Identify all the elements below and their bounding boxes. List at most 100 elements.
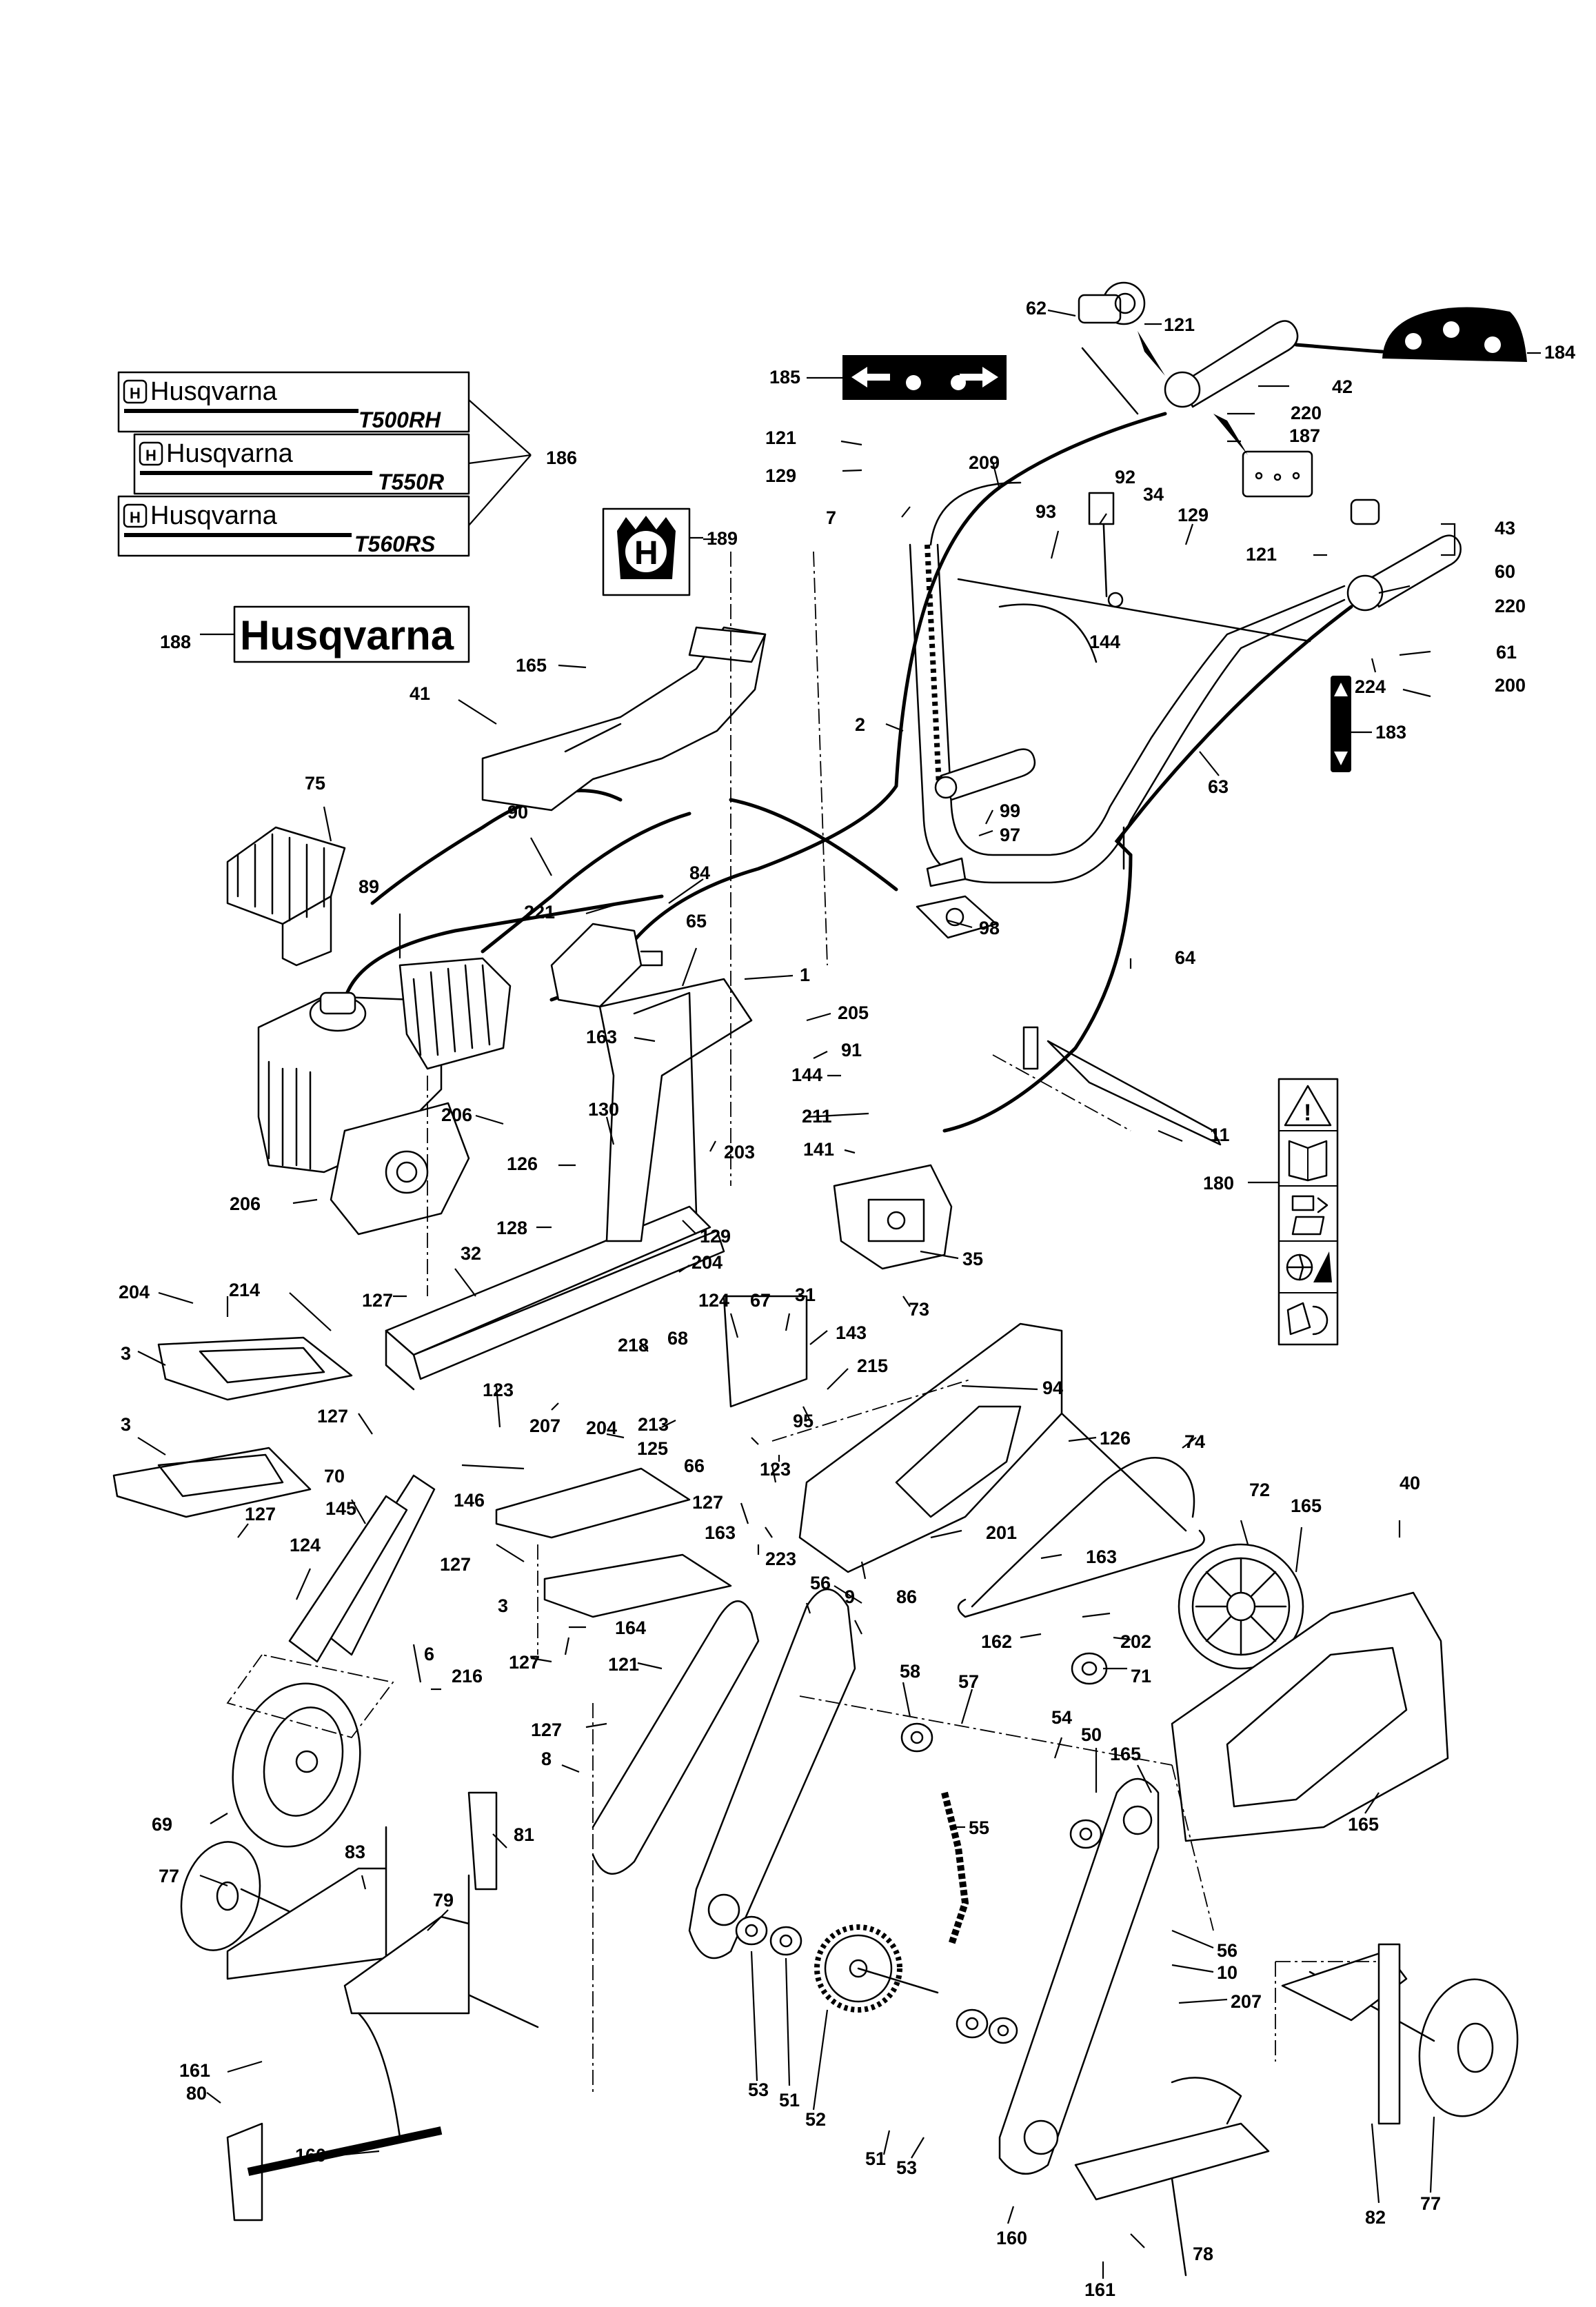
callout-206: 206 bbox=[441, 1105, 472, 1125]
callout-163: 163 bbox=[705, 1522, 736, 1543]
callout-165: 165 bbox=[1110, 1744, 1141, 1764]
callout-3: 3 bbox=[498, 1595, 508, 1616]
rotating-tines-icon bbox=[1286, 1251, 1332, 1282]
callout-216: 216 bbox=[452, 1666, 483, 1686]
callout-187: 187 bbox=[1289, 425, 1320, 446]
callout-165: 165 bbox=[1291, 1495, 1322, 1516]
reverse-decal bbox=[1331, 676, 1351, 772]
callout-66: 66 bbox=[684, 1455, 705, 1476]
callout-144: 144 bbox=[791, 1065, 822, 1085]
main-pulley bbox=[1178, 1543, 1304, 1670]
callout-93: 93 bbox=[1036, 501, 1056, 522]
callout-124: 124 bbox=[698, 1290, 729, 1311]
callout-71: 71 bbox=[1131, 1666, 1151, 1686]
callout-11: 11 bbox=[1210, 1125, 1230, 1145]
decal-husqvarna-large: Husqvarna bbox=[233, 605, 470, 663]
decal-model-text: T500RH bbox=[358, 407, 441, 432]
callout-213: 213 bbox=[638, 1414, 669, 1435]
callout-220: 220 bbox=[1291, 403, 1322, 423]
tiller-frame bbox=[385, 978, 753, 1391]
callout-2: 2 bbox=[855, 714, 865, 735]
callout-62: 62 bbox=[1026, 298, 1047, 319]
callout-labels: 62 121 184 185 42 220 187 121 129 209 92… bbox=[119, 298, 1575, 2300]
callout-214: 214 bbox=[229, 1280, 260, 1300]
callout-123: 123 bbox=[760, 1459, 791, 1480]
callout-127: 127 bbox=[531, 1720, 562, 1740]
callout-53: 53 bbox=[748, 2079, 769, 2100]
callout-83: 83 bbox=[345, 1842, 365, 1862]
footplate-lower-left bbox=[112, 1447, 312, 1518]
callout-189: 189 bbox=[707, 528, 738, 549]
decal-brand-text: Husqvarna bbox=[150, 377, 278, 406]
callout-126: 126 bbox=[507, 1154, 538, 1174]
callout-209: 209 bbox=[969, 452, 1000, 473]
svg-text:!: ! bbox=[1304, 1100, 1311, 1126]
callout-218: 218 bbox=[618, 1335, 649, 1356]
control-decal bbox=[1382, 307, 1527, 362]
callout-223: 223 bbox=[765, 1549, 796, 1569]
chain-case-left bbox=[688, 1588, 856, 1960]
callout-55: 55 bbox=[969, 1817, 989, 1838]
callout-205: 205 bbox=[838, 1003, 869, 1023]
callout-220: 220 bbox=[1495, 596, 1526, 616]
callout-221: 221 bbox=[524, 902, 555, 923]
callout-1: 1 bbox=[800, 965, 810, 985]
callout-163: 163 bbox=[586, 1027, 617, 1047]
callout-160: 160 bbox=[295, 2145, 326, 2166]
callout-8: 8 bbox=[541, 1749, 552, 1769]
callout-127: 127 bbox=[362, 1290, 393, 1311]
safety-decal: ! bbox=[1277, 1078, 1339, 1346]
callout-145: 145 bbox=[325, 1498, 356, 1519]
svg-text:H: H bbox=[634, 535, 658, 572]
handle-height-lever bbox=[934, 748, 1036, 801]
callout-130: 130 bbox=[588, 1099, 619, 1120]
callout-58: 58 bbox=[900, 1661, 920, 1682]
carburetor-control bbox=[550, 923, 663, 1008]
callout-81: 81 bbox=[514, 1824, 534, 1845]
callout-125: 125 bbox=[637, 1438, 668, 1459]
callout-51: 51 bbox=[779, 2090, 800, 2110]
callout-183: 183 bbox=[1375, 722, 1406, 743]
callout-60: 60 bbox=[1495, 561, 1515, 582]
decal-t500rh: H Husqvarna T500RH bbox=[117, 371, 470, 433]
callout-121: 121 bbox=[1246, 544, 1277, 565]
svg-text:H: H bbox=[130, 509, 141, 526]
footplate-lower-right bbox=[543, 1553, 732, 1618]
decal-t550r: H Husqvarna T550R bbox=[133, 433, 470, 495]
callout-206: 206 bbox=[230, 1193, 261, 1214]
callout-204: 204 bbox=[586, 1418, 617, 1438]
callout-80: 80 bbox=[186, 2083, 207, 2104]
callout-164: 164 bbox=[615, 1618, 646, 1638]
callout-74: 74 bbox=[1184, 1431, 1205, 1452]
callout-215: 215 bbox=[857, 1356, 888, 1376]
top-cover bbox=[481, 626, 767, 812]
bearing bbox=[735, 1915, 768, 1946]
callout-89: 89 bbox=[358, 876, 379, 897]
callout-165: 165 bbox=[516, 655, 547, 676]
hand-hazard-icon bbox=[1286, 1302, 1329, 1336]
callout-127: 127 bbox=[245, 1504, 276, 1524]
muffler-guard bbox=[226, 826, 346, 967]
callout-99: 99 bbox=[1000, 800, 1020, 821]
direction-decal bbox=[842, 355, 1007, 400]
bearing bbox=[769, 1926, 802, 1956]
callout-3: 3 bbox=[121, 1414, 131, 1435]
callout-63: 63 bbox=[1208, 776, 1229, 797]
callout-188: 188 bbox=[160, 632, 191, 652]
callout-163: 163 bbox=[1086, 1547, 1117, 1567]
decal-brand-text: Husqvarna bbox=[166, 439, 294, 468]
belt-cover bbox=[1171, 1591, 1449, 1842]
callout-41: 41 bbox=[410, 683, 430, 704]
callout-94: 94 bbox=[1042, 1378, 1063, 1398]
callout-121: 121 bbox=[608, 1654, 639, 1675]
callout-57: 57 bbox=[958, 1671, 979, 1692]
callout-160: 160 bbox=[996, 2228, 1027, 2248]
callout-204: 204 bbox=[691, 1252, 723, 1273]
bearing bbox=[988, 2017, 1018, 2044]
callout-32: 32 bbox=[461, 1243, 481, 1264]
decal-model-text: T550R bbox=[378, 470, 444, 494]
right-grip bbox=[1346, 498, 1462, 612]
callout-77: 77 bbox=[159, 1866, 179, 1886]
callout-207: 207 bbox=[1231, 1991, 1262, 2012]
